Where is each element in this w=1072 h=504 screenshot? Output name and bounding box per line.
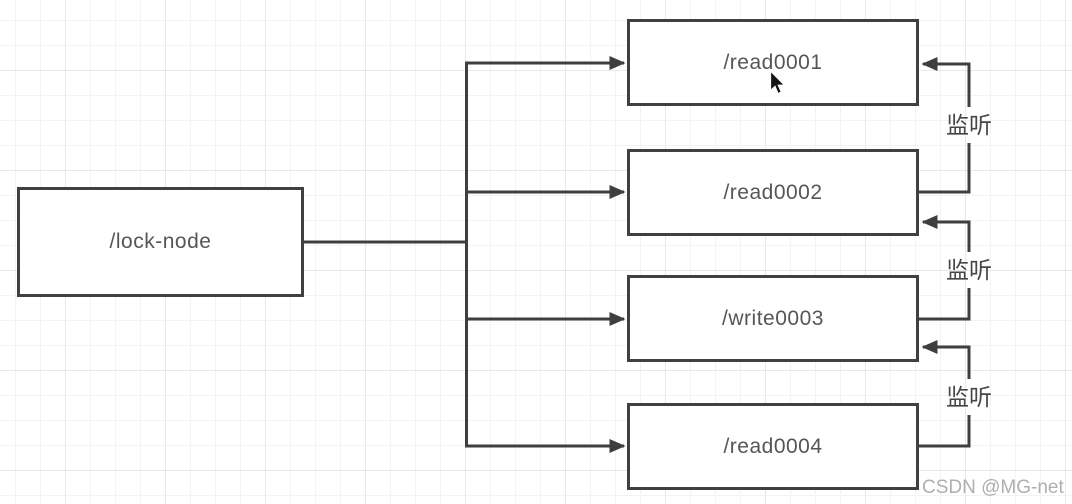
- node-read0004-label: /read0004: [723, 434, 823, 458]
- node-read0002: /read0002: [627, 149, 919, 236]
- watch-label-3: 监听: [946, 384, 992, 410]
- edge-watch-write0003-a: [918, 288, 971, 321]
- mouse-cursor-icon: [769, 70, 786, 95]
- node-write0003-label: /write0003: [722, 306, 824, 330]
- node-read0001-label: /read0001: [723, 50, 823, 74]
- node-lock-node-label: /lock-node: [109, 230, 212, 253]
- node-lock-node: /lock-node: [17, 187, 304, 297]
- edge-watch-read0002-b: [921, 57, 971, 107]
- watermark-text: CSDN @MG-net: [922, 477, 1064, 498]
- watch-label-2: 监听: [946, 257, 992, 283]
- node-read0004: /read0004: [627, 403, 919, 490]
- edge-watch-read0004-a: [918, 415, 971, 448]
- edge-watch-read0002-a: [918, 143, 971, 194]
- edge-watch-read0004-b: [921, 340, 971, 379]
- node-write0003: /write0003: [627, 275, 919, 362]
- watch-label-1: 监听: [946, 112, 992, 138]
- edge-watch-write0003-b: [921, 215, 971, 252]
- node-read0001: /read0001: [627, 19, 919, 106]
- node-read0002-label: /read0002: [723, 180, 823, 204]
